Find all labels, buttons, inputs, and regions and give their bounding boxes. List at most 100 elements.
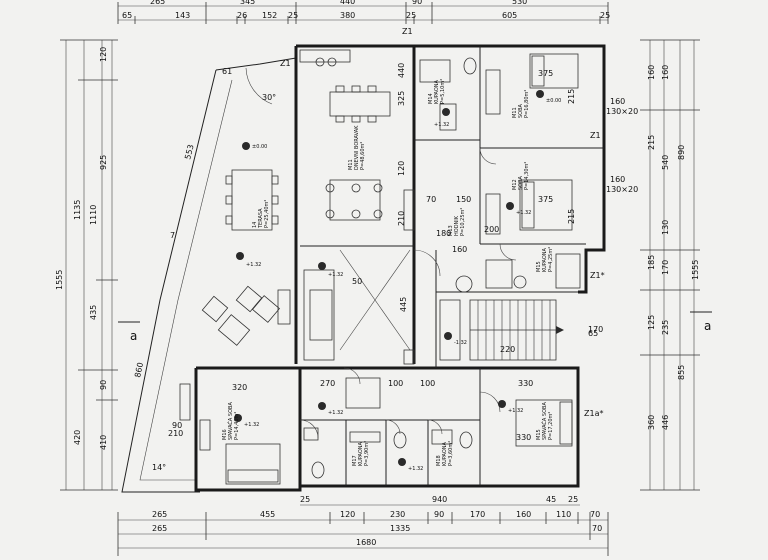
room-label: M14 KUPAONA P=5,10m² <box>428 79 446 104</box>
dim-top2-4: 152 <box>262 11 277 20</box>
svg-text:M13: M13 <box>448 225 454 236</box>
svg-text:P=3,90m²: P=3,90m² <box>364 441 370 466</box>
dim-left-4: 120 <box>99 47 108 62</box>
svg-text:30°: 30° <box>262 93 276 102</box>
svg-text:-1.32: -1.32 <box>454 340 467 346</box>
svg-text:215: 215 <box>567 89 576 104</box>
svg-text:SOBA: SOBA <box>518 175 524 190</box>
dim-left-1: 1555 <box>55 270 64 290</box>
dim-left-5: 925 <box>99 155 108 170</box>
svg-text:160: 160 <box>452 245 467 254</box>
svg-text:±0.00: ±0.00 <box>546 98 561 104</box>
svg-text:+1.32: +1.32 <box>244 422 259 428</box>
level-marker: +1.32 <box>236 252 261 268</box>
room-label: M17 KUPAONA P=3,90m² <box>352 441 370 466</box>
svg-text:+1.32: +1.32 <box>328 272 343 278</box>
svg-text:+1.32: +1.32 <box>328 410 343 416</box>
svg-text:+1.32: +1.32 <box>434 122 449 128</box>
svg-text:325: 325 <box>397 91 406 106</box>
level-marker: ±0.00 <box>242 142 267 150</box>
svg-text:M17: M17 <box>352 455 358 466</box>
svg-text:±0.00: ±0.00 <box>252 144 267 150</box>
level-marker: +1.32 <box>434 108 450 128</box>
svg-text:215: 215 <box>567 209 576 224</box>
dim-bot-1: 265 <box>152 510 167 519</box>
terrace-outline: 61 30° 14° 553 860 7 <box>121 57 297 493</box>
zone-label-z1a: Z1a* <box>584 409 603 418</box>
svg-text:330: 330 <box>518 379 533 388</box>
room-label: M15 KUPAONA P=4,25m² <box>536 247 554 272</box>
dim-top2-6: 380 <box>340 11 355 20</box>
top-dimension-chains: 265 345 440 90 530 65 143 26 152 25 380 … <box>117 0 610 24</box>
svg-text:P=14,30m²: P=14,30m² <box>524 162 530 190</box>
svg-text:M16: M16 <box>222 429 228 440</box>
level-marker: +1.32 <box>318 402 343 416</box>
staircase <box>439 275 564 361</box>
svg-text:150: 150 <box>456 195 471 204</box>
svg-text:120: 120 <box>397 161 406 176</box>
level-marker: +1.32 <box>234 414 259 428</box>
level-marker: +1.32 <box>498 400 523 414</box>
dim-right-4: 160 <box>661 65 670 80</box>
svg-text:P=4,25m²: P=4,25m² <box>548 247 554 272</box>
svg-text:160: 160 <box>610 175 625 184</box>
svg-text:445: 445 <box>399 297 408 312</box>
room-label: M16 SPAVAĆA SOBA P=14,40m² <box>222 402 240 440</box>
svg-text:220: 220 <box>500 345 515 354</box>
room-label: M18 KUPAONA P=3,60m² <box>436 441 454 466</box>
zone-label-z1-star: Z1* <box>590 271 605 280</box>
level-marker: +1.32 <box>398 458 423 472</box>
level-marker: ±0.00 <box>536 90 561 104</box>
svg-text:440: 440 <box>397 63 406 78</box>
dim-bot2-2: 1335 <box>390 524 410 533</box>
svg-text:P=5,10m²: P=5,10m² <box>440 79 446 104</box>
dim-left-3: 420 <box>73 430 82 445</box>
svg-text:SPAVAĆA SOBA: SPAVAĆA SOBA <box>541 402 548 440</box>
inner-dimensions: 440 325 120 210 70 150 200 375 215 375 2… <box>232 63 603 442</box>
svg-text:330: 330 <box>516 433 531 442</box>
terrace-furniture <box>201 169 291 346</box>
dim-top2-8: 605 <box>502 11 517 20</box>
dim-right-8: 235 <box>661 320 670 335</box>
svg-text:7: 7 <box>170 231 175 240</box>
svg-text:14: 14 <box>252 222 258 228</box>
dim-bot-6: 170 <box>470 510 485 519</box>
room-label: M13 HODNIK P=10,25m² <box>448 208 466 236</box>
dim-top-3: 440 <box>340 0 355 6</box>
svg-text:M15: M15 <box>536 429 542 440</box>
dim-right2-5: 360 <box>647 415 656 430</box>
right-dimension-chains: 1555 890 855 160 540 130 170 235 446 160… <box>640 39 700 491</box>
room-label: M11 SOBA P=16,80m² <box>512 90 530 118</box>
room-label: M12 SOBA P=14,30m² <box>512 162 530 190</box>
dim-right-1: 1555 <box>691 260 700 280</box>
svg-text:P=14,40m²: P=14,40m² <box>234 412 240 440</box>
svg-text:KUPAONA: KUPAONA <box>358 441 364 466</box>
svg-text:130×20: 130×20 <box>606 107 638 116</box>
dim-bot-5: 90 <box>434 510 444 519</box>
dim-left-8: 1110 <box>89 205 98 225</box>
svg-text:+1.32: +1.32 <box>516 210 531 216</box>
svg-text:170: 170 <box>588 325 603 334</box>
dim-top2-2: 143 <box>175 11 190 20</box>
svg-text:P=16,80m²: P=16,80m² <box>524 90 530 118</box>
svg-text:130×20: 130×20 <box>606 185 638 194</box>
dim-right-5: 540 <box>661 155 670 170</box>
svg-text:180: 180 <box>436 229 451 238</box>
dim-left-7: 410 <box>99 435 108 450</box>
dim-bot-4: 230 <box>390 510 405 519</box>
svg-text:P=25,40m²: P=25,40m² <box>264 200 270 228</box>
svg-text:HODNIK: HODNIK <box>454 215 460 236</box>
room-label: M15 SPAVAĆA SOBA P=17,20m² <box>536 402 554 440</box>
svg-text:DNEVNI BORAVAK: DNEVNI BORAVAK <box>354 125 360 170</box>
svg-text:553: 553 <box>183 143 195 160</box>
dim-bot-in-4: 25 <box>568 495 578 504</box>
svg-text:P=17,20m²: P=17,20m² <box>548 412 554 440</box>
living-area-furniture <box>299 49 415 365</box>
left-dimension-chains: 1555 1135 420 120 925 90 410 1110 435 <box>55 39 118 491</box>
section-marker-left: a <box>130 329 137 343</box>
dim-bot-9: 70 <box>590 510 600 519</box>
svg-text:+1.32: +1.32 <box>508 408 523 414</box>
dim-right-9: 446 <box>661 415 670 430</box>
svg-text:KUPAONA: KUPAONA <box>434 79 440 104</box>
svg-text:65: 65 <box>588 329 598 338</box>
